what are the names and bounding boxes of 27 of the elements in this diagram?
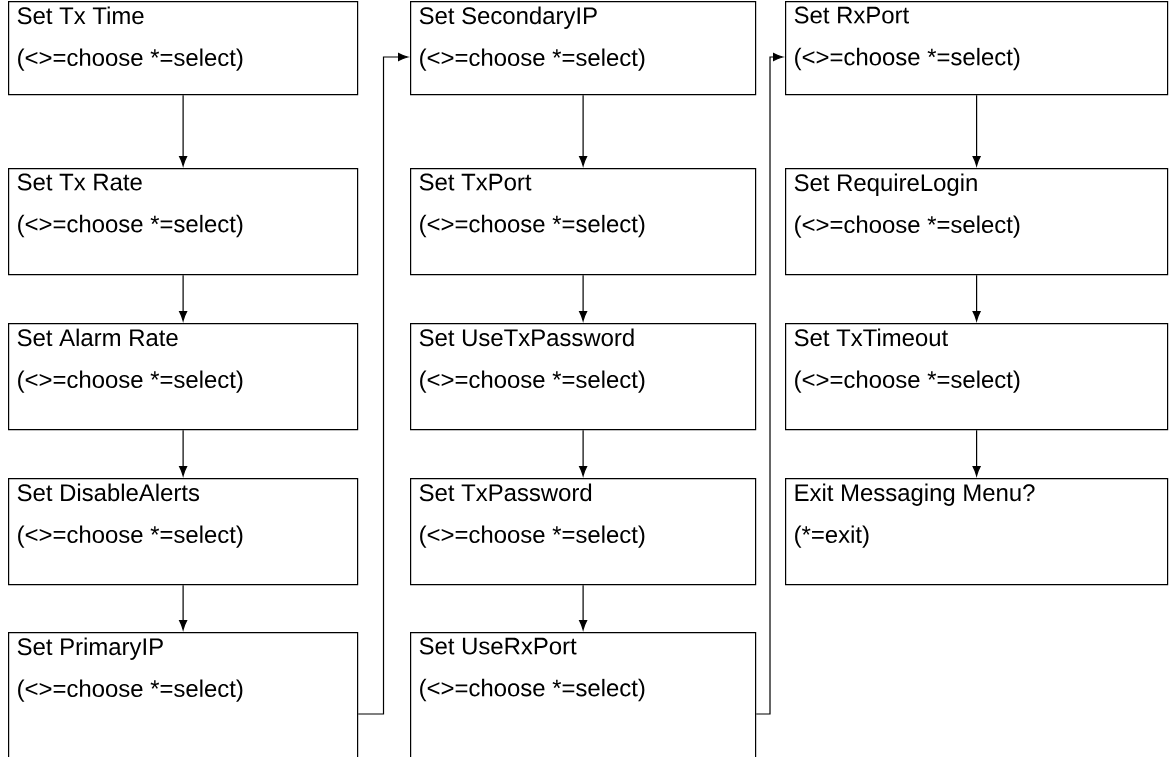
menu-box: Set UseTxPassword (<>=choose *=select)	[410, 323, 757, 431]
menu-box: Set TxTimeout (<>=choose *=select)	[785, 323, 1169, 431]
arrow	[972, 274, 981, 322]
menu-box: Set SecondaryIP (<>=choose *=select)	[410, 1, 757, 96]
arrow	[972, 429, 981, 477]
arrow	[179, 94, 188, 167]
menu-box: Set TxPassword (<>=choose *=select)	[410, 478, 757, 586]
menu-box: Set TxPort (<>=choose *=select)	[410, 168, 757, 276]
menu-box: Set Tx Rate (<>=choose *=select)	[8, 168, 359, 276]
menu-box: Exit Messaging Menu? (*=exit)	[785, 478, 1169, 586]
arrow	[179, 584, 188, 631]
arrow	[579, 584, 588, 631]
menu-box: Set UseRxPort (<>=choose *=select)	[410, 632, 757, 757]
menu-box: Set PrimaryIP (<>=choose *=select)	[8, 632, 359, 757]
menu-box: Set Tx Time (<>=choose *=select)	[8, 1, 359, 96]
arrow	[179, 274, 188, 322]
arrow	[579, 274, 588, 322]
arrow	[179, 429, 188, 477]
menu-box: Set Alarm Rate (<>=choose *=select)	[8, 323, 359, 431]
arrow	[579, 94, 588, 167]
arrow	[755, 52, 784, 715]
arrow	[357, 52, 409, 715]
menu-box: Set DisableAlerts (<>=choose *=select)	[8, 478, 359, 586]
arrow	[579, 429, 588, 477]
menu-box: Set RxPort (<>=choose *=select)	[785, 1, 1169, 96]
menu-box: Set RequireLogin (<>=choose *=select)	[785, 168, 1169, 276]
arrow	[972, 94, 981, 167]
